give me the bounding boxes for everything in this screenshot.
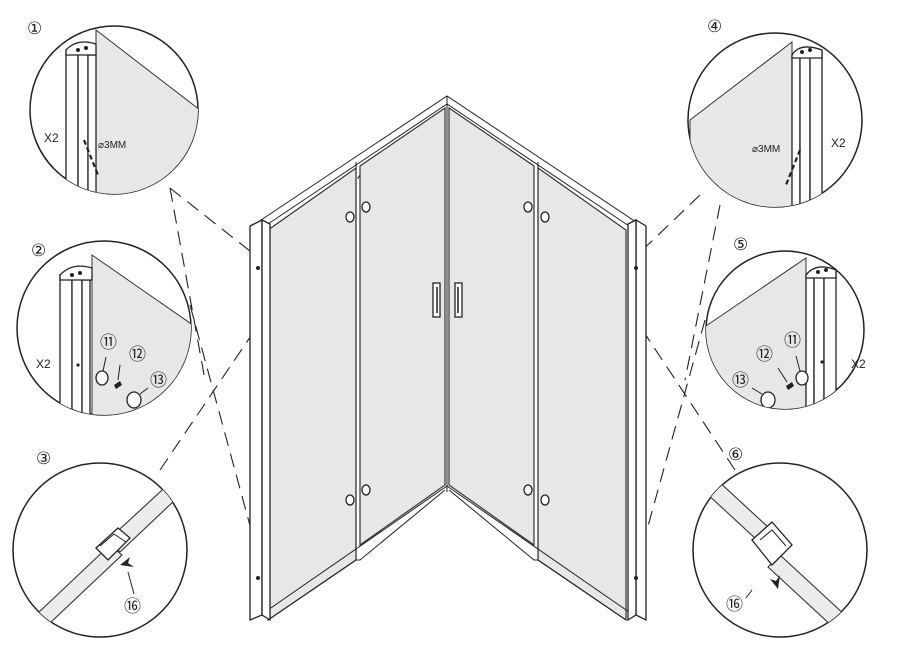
callout-3-seal-detail: ⑯	[12, 462, 188, 638]
callout-number-5: ⑤	[733, 235, 748, 255]
callout-2-fixings-detail: X2 ⑪ ⑫ ⑬	[16, 240, 192, 416]
callout-number-2: ②	[31, 241, 46, 261]
left-fixed-panel	[267, 166, 357, 622]
right-fixed-panel	[537, 166, 627, 622]
callout-number-1: ①	[27, 19, 42, 39]
callout-number-3: ③	[36, 449, 51, 469]
part-number-12: ⑫	[129, 345, 146, 365]
screw-icon	[786, 382, 794, 390]
qty-label: X2	[44, 131, 59, 145]
part-number-12: ⑫	[756, 345, 773, 365]
part-number-13: ⑬	[732, 371, 749, 391]
right-wall-profile	[635, 218, 647, 622]
drill-size-label: ⌀3MM	[98, 140, 126, 151]
part-number-13: ⑬	[150, 371, 167, 391]
drill-size-label: ⌀3MM	[752, 144, 780, 155]
right-door-panel	[448, 106, 535, 547]
hinge-icon	[345, 211, 355, 223]
callout-number-4: ④	[707, 17, 722, 37]
part-number-11: ⑪	[100, 333, 117, 353]
callout-number-6: ⑥	[728, 445, 743, 465]
callout-6-seal-detail: ⑯	[692, 462, 868, 638]
callout-5-fixings-detail: ⑪ ⑫ ⑬ X2	[705, 250, 866, 410]
part-number-16: ⑯	[124, 597, 141, 617]
qty-label: X2	[36, 357, 51, 371]
seal-strip-icon	[95, 527, 131, 561]
part-number-11: ⑪	[784, 331, 801, 351]
seal-strip-icon	[751, 521, 793, 566]
callout-4-drill-detail: ⌀3MM X2	[687, 32, 863, 208]
part-number-16: ⑯	[726, 595, 743, 615]
arrow-icon	[120, 557, 134, 567]
cap-icon	[760, 391, 776, 409]
left-wall-profile	[249, 218, 263, 621]
qty-label: X2	[851, 357, 866, 371]
wall-plug-icon	[95, 370, 109, 386]
callout-1-drill-detail: X2 ⌀3MM	[29, 25, 199, 195]
cap-icon	[126, 391, 142, 409]
arrow-icon	[770, 575, 780, 589]
qty-label: X2	[831, 136, 846, 150]
wall-plug-icon	[795, 370, 809, 386]
shower-enclosure	[249, 95, 647, 622]
left-door-panel	[359, 106, 446, 547]
screw-icon	[114, 381, 122, 389]
